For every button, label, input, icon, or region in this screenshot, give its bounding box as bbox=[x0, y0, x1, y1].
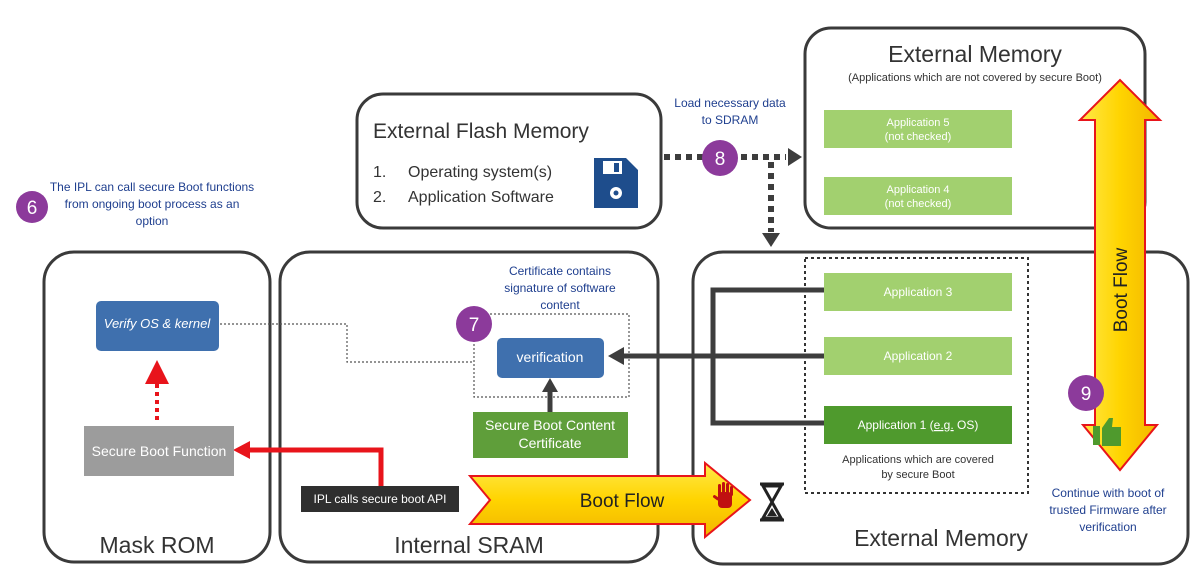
application-1-link[interactable]: e.g. bbox=[934, 418, 954, 432]
application-5-box[interactable]: Application 5 (not checked) bbox=[824, 110, 1012, 148]
application-4-sublabel: (not checked) bbox=[885, 198, 952, 210]
stop-hand-icon bbox=[712, 482, 733, 508]
internal-sram-label: Internal SRAM bbox=[394, 532, 544, 558]
load-caption-line1: Load necessary data bbox=[674, 96, 786, 110]
certificate-label-line2: Certificate bbox=[518, 435, 581, 451]
external-memory-bottom-label: External Memory bbox=[854, 525, 1028, 551]
verify-os-label: Verify OS & kernel bbox=[104, 316, 212, 331]
cert-caption-line1: Certificate contains bbox=[509, 264, 611, 278]
application-2-label: Application 2 bbox=[884, 349, 953, 363]
ipl-calls-box[interactable]: IPL calls secure boot API bbox=[301, 486, 459, 512]
application-4-label: Application 4 bbox=[887, 184, 950, 196]
application-5-label: Application 5 bbox=[887, 117, 950, 129]
continue-caption-line2: trusted Firmware after bbox=[1049, 503, 1166, 517]
cert-caption-line2: signature of software bbox=[504, 281, 616, 295]
load-caption-line2: to SDRAM bbox=[702, 113, 759, 127]
verify-link-dotted bbox=[220, 323, 474, 363]
mask-rom-container: Mask ROM bbox=[42, 250, 272, 564]
flash-item-1: Operating system(s) bbox=[408, 164, 552, 181]
external-flash-container: External Flash Memory 1. Operating syste… bbox=[355, 92, 663, 230]
badge-6: 6 bbox=[16, 191, 48, 223]
badge-9: 9 bbox=[1068, 375, 1104, 411]
badge-8-number: 8 bbox=[715, 149, 726, 170]
certificate-caption: Certificate contains signature of softwa… bbox=[504, 264, 616, 312]
secure-boot-function-box[interactable]: Secure Boot Function bbox=[84, 426, 234, 476]
ipl-caption-line1: The IPL can call secure Boot functions bbox=[50, 180, 254, 194]
continue-caption-line3: verification bbox=[1079, 520, 1136, 534]
ipl-caption-line3: option bbox=[136, 214, 169, 228]
flash-to-sdram-head bbox=[762, 233, 780, 247]
flash-to-external-head bbox=[788, 148, 802, 166]
floppy-disk-icon bbox=[594, 158, 638, 208]
red-arrow-ipl-to-function bbox=[248, 447, 384, 486]
covered-apps-caption-2: by secure Boot bbox=[881, 469, 954, 481]
hourglass-icon bbox=[760, 482, 784, 522]
certificate-label-line1: Secure Boot Content bbox=[485, 417, 615, 433]
load-caption: Load necessary data to SDRAM bbox=[674, 96, 786, 127]
boot-flow-vertical-label: Boot Flow bbox=[1111, 247, 1132, 332]
application-3-label: Application 3 bbox=[884, 285, 953, 299]
badge-7: 7 bbox=[456, 306, 492, 342]
ipl-caption: The IPL can call secure Boot functions f… bbox=[50, 180, 254, 228]
covered-apps-dotted-frame bbox=[804, 257, 1029, 494]
application-1-box[interactable]: Application 1 (e.g. OS) bbox=[824, 406, 1012, 444]
flash-item-2-number: 2. bbox=[373, 189, 386, 206]
application-2-box[interactable]: Application 2 bbox=[824, 337, 1012, 375]
verify-os-box[interactable]: Verify OS & kernel bbox=[96, 301, 219, 351]
application-4-box[interactable]: Application 4 (not checked) bbox=[824, 177, 1012, 215]
boot-flow-vertical: Boot Flow bbox=[1077, 78, 1163, 472]
cert-to-verification-head bbox=[542, 378, 558, 392]
badge-9-number: 9 bbox=[1081, 384, 1092, 405]
application-1-suffix: OS) bbox=[954, 418, 979, 432]
badge-6-number: 6 bbox=[27, 198, 38, 219]
badge-8: 8 bbox=[702, 140, 738, 176]
verification-box[interactable]: verification bbox=[497, 338, 604, 378]
external-memory-top-subtitle: (Applications which are not covered by s… bbox=[848, 72, 1102, 84]
continue-caption: Continue with boot of trusted Firmware a… bbox=[1049, 486, 1166, 534]
certificate-box[interactable]: Secure Boot Content Certificate bbox=[473, 412, 628, 458]
mask-rom-label: Mask ROM bbox=[100, 532, 215, 558]
boot-flow-horizontal-label: Boot Flow bbox=[580, 491, 665, 512]
application-5-sublabel: (not checked) bbox=[885, 131, 952, 143]
secure-boot-function-label: Secure Boot Function bbox=[92, 443, 227, 459]
external-flash-title: External Flash Memory bbox=[373, 120, 589, 143]
flash-item-1-number: 1. bbox=[373, 164, 386, 181]
cert-caption-line3: content bbox=[540, 298, 580, 312]
badge-7-number: 7 bbox=[469, 315, 480, 336]
application-1-prefix: Application 1 ( bbox=[858, 418, 934, 432]
application-3-box[interactable]: Application 3 bbox=[824, 273, 1012, 311]
continue-caption-line1: Continue with boot of bbox=[1052, 486, 1165, 500]
ipl-caption-line2: from ongoing boot process as an bbox=[65, 197, 240, 211]
external-memory-top-label: External Memory bbox=[888, 41, 1062, 67]
red-arrow-head bbox=[233, 441, 250, 459]
ipl-calls-label: IPL calls secure boot API bbox=[314, 492, 447, 506]
boot-flow-horizontal: Boot Flow bbox=[467, 460, 752, 540]
covered-apps-caption-1: Applications which are covered bbox=[842, 454, 994, 466]
thumbs-up-icon bbox=[1093, 418, 1121, 446]
app2-to-verification-head bbox=[608, 347, 624, 365]
verification-label: verification bbox=[517, 349, 584, 365]
application-1-label: Application 1 (e.g. OS) bbox=[858, 418, 979, 432]
flash-item-2: Application Software bbox=[408, 189, 554, 206]
